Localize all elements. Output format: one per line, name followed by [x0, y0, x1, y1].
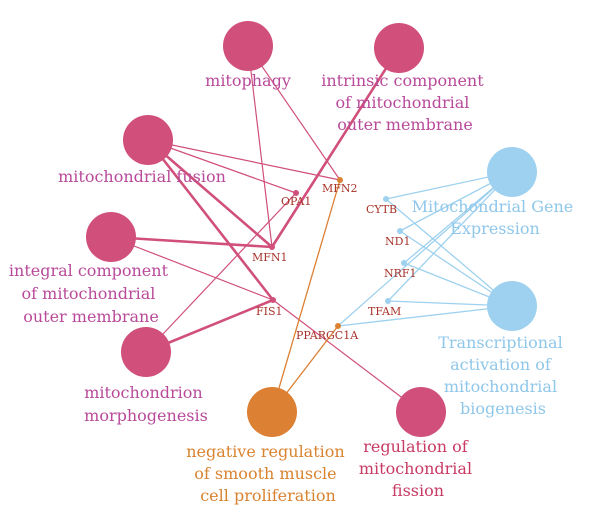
node-mitochondrial-fusion[interactable] [123, 115, 173, 165]
label-negative-regulation: negative regulation of smooth muscle cel… [186, 442, 350, 505]
node-mitochondrion-morphogenesis[interactable] [121, 327, 171, 377]
gene-dot-cytb[interactable] [383, 196, 389, 202]
term-labels: mitophagy intrinsic component of mitocho… [9, 71, 579, 505]
edge-negreg-mfn2 [271, 179, 341, 413]
label-transcriptional-activation: Transcriptional activation of mitochondr… [438, 333, 568, 418]
label-mitochondrial-fusion: mitochondrial fusion [58, 167, 226, 186]
gene-dots [269, 177, 407, 329]
edge-morph-opa1 [145, 192, 297, 353]
gene-label-ppargc1a: PPARGC1A [296, 329, 359, 342]
term-nodes [86, 21, 537, 437]
node-regulation-fission[interactable] [396, 387, 446, 437]
gene-dot-tfam[interactable] [385, 298, 391, 304]
label-mitochondrion-morphogenesis: mitochondrion morphogenesis [84, 383, 208, 425]
edge-fusion-mfn2 [147, 139, 341, 181]
label-regulation-fission: regulation of mitochondrial fission [359, 437, 477, 500]
gene-labels: OPA1 MFN2 MFN1 FIS1 PPARGC1A CYTB ND1 NR… [252, 182, 417, 342]
edge-intrinsic-mfn1 [270, 47, 401, 248]
gene-label-opa1: OPA1 [281, 195, 311, 208]
gene-dot-mfn2[interactable] [337, 177, 343, 183]
gene-label-nrf1: NRF1 [384, 267, 417, 280]
edge-mitophagy-mfn1 [247, 45, 273, 248]
gene-label-nd1: ND1 [385, 235, 410, 248]
edge-integral-mfn1 [110, 235, 273, 249]
edge-expr-tfam [387, 171, 513, 302]
gene-dot-fis1[interactable] [270, 297, 276, 303]
edge-mitophagy-mfn2 [247, 45, 341, 181]
edge-act-ppargc1a [337, 305, 513, 327]
edge-fusion-fis1 [146, 139, 275, 301]
gene-dot-ppargc1a[interactable] [335, 323, 341, 329]
gene-label-mfn1: MFN1 [252, 251, 288, 264]
label-intrinsic-component: intrinsic component of mitochondrial out… [321, 71, 489, 134]
gene-dot-nrf1[interactable] [401, 260, 407, 266]
edge-fusion-opa1 [147, 139, 297, 194]
gene-dot-opa1[interactable] [293, 190, 299, 196]
edge-act-cytb [385, 198, 513, 307]
node-negative-regulation[interactable] [247, 387, 297, 437]
node-mitophagy[interactable] [223, 21, 273, 71]
gene-label-mfn2: MFN2 [322, 182, 358, 195]
label-gene-expression: Mitochondrial Gene Expression [412, 197, 579, 238]
edge-expr-ppargc1a [337, 171, 513, 327]
node-integral-component[interactable] [86, 212, 136, 262]
edge-fusion-mfn1 [147, 139, 273, 248]
node-gene-expression[interactable] [487, 147, 537, 197]
label-integral-component: integral component of mitochondrial oute… [9, 261, 173, 326]
edge-fission-fis1 [272, 299, 422, 413]
gene-dot-mfn1[interactable] [269, 244, 275, 250]
node-transcriptional-activation[interactable] [487, 281, 537, 331]
edge-integral-fis1 [110, 236, 274, 301]
node-intrinsic-component[interactable] [374, 23, 424, 73]
gene-dot-nd1[interactable] [397, 228, 403, 234]
label-mitophagy: mitophagy [205, 71, 291, 90]
gene-label-cytb: CYTB [366, 203, 397, 216]
gene-label-fis1: FIS1 [256, 305, 283, 318]
gene-label-tfam: TFAM [368, 305, 401, 318]
